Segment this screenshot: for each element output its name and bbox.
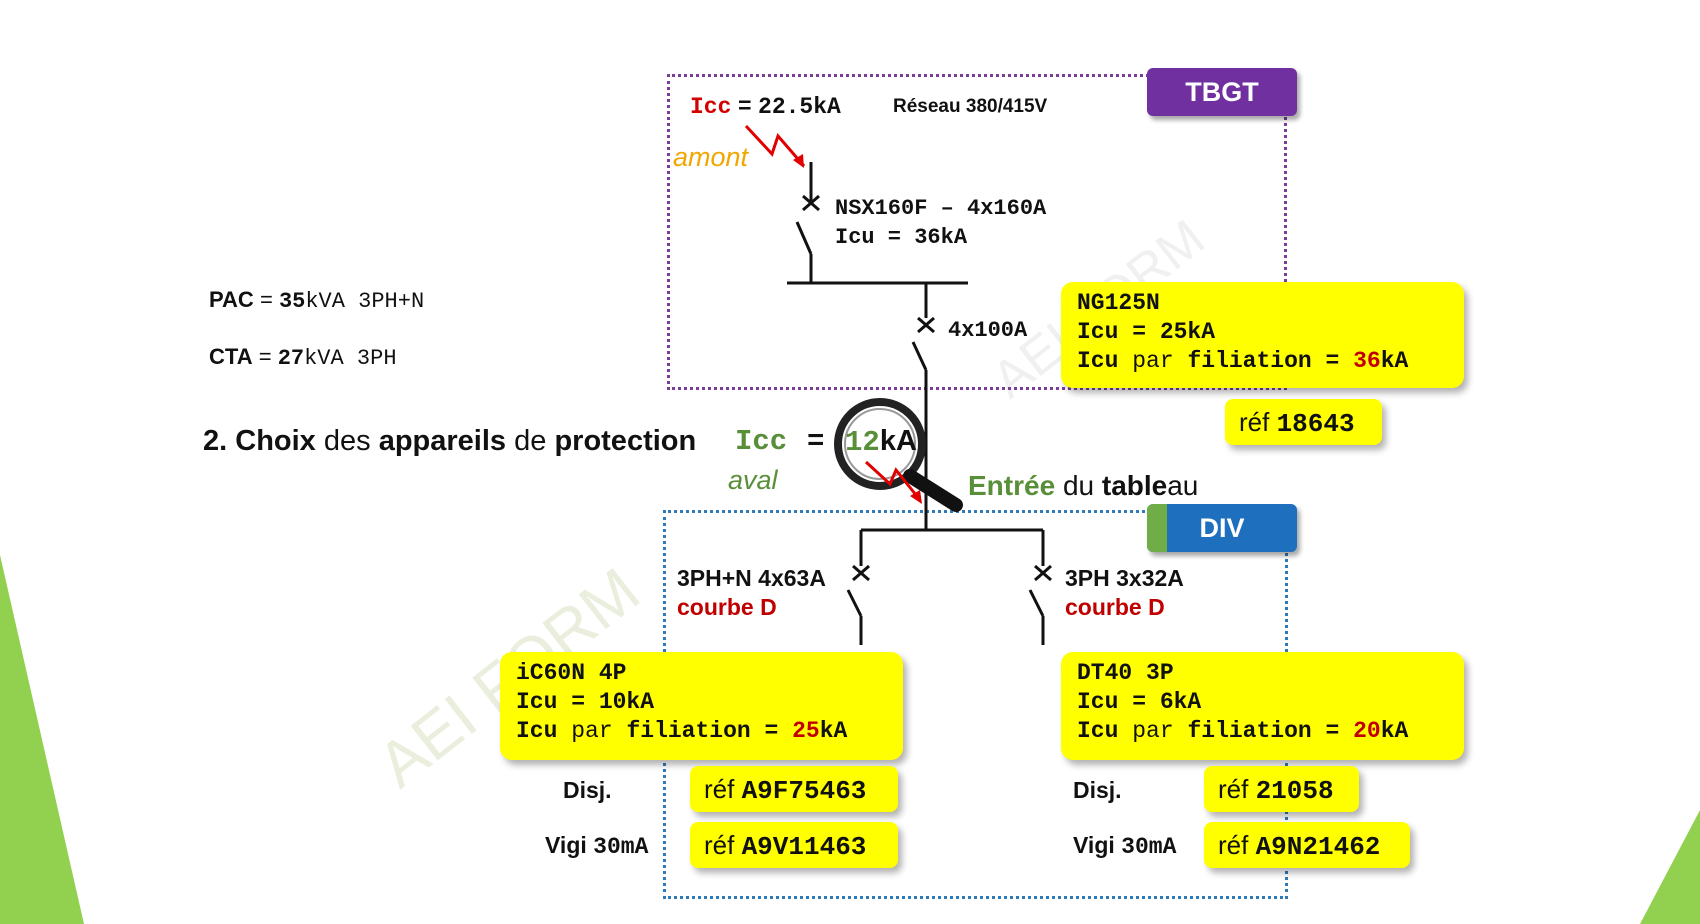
- right-disj-label: Disj.: [1073, 777, 1122, 803]
- dt40-filiation: Icu par filiation = 20kA: [1077, 718, 1409, 744]
- right-branch-curve: courbe D: [1065, 594, 1165, 620]
- aval-label: aval: [728, 465, 778, 495]
- ng125n-model: NG125N: [1077, 290, 1160, 316]
- section-heading: 2. Choix des appareils de protection: [203, 425, 697, 457]
- div-tag-accent: [1147, 504, 1167, 552]
- feeder-blade: [911, 341, 928, 371]
- main-breaker-model: NSX160F – 4x160A: [835, 196, 1047, 221]
- right-green-triangle: [1640, 810, 1700, 924]
- dt40-icu: Icu = 6kA: [1077, 689, 1202, 715]
- ic60n-icu: Icu = 10kA: [516, 689, 655, 715]
- left-branch-curve: courbe D: [677, 594, 777, 620]
- right-disj-ref: réf 21058: [1204, 766, 1359, 812]
- network-label: Réseau 380/415V: [893, 96, 1048, 117]
- icc-eq: =: [737, 94, 752, 120]
- upstream-icc: Icc = 22.5kA: [690, 92, 841, 120]
- tbgt-tag: TBGT: [1147, 68, 1297, 116]
- magnifier-icon: [834, 398, 963, 512]
- ng125n-icu: Icu = 25kA: [1077, 319, 1216, 345]
- left-green-triangle: [0, 555, 84, 924]
- downstream-icc-value: 12kA: [845, 425, 917, 459]
- tbgt-frame: [667, 74, 1287, 390]
- icc-value: 22.5kA: [758, 94, 841, 120]
- ng125n-box: NG125N Icu = 25kA Icu par filiation = 36…: [1061, 282, 1464, 388]
- feeder-cross-b: [917, 316, 935, 334]
- downstream-icc-label: Icc: [735, 425, 788, 458]
- ng125n-ref: réf 18643: [1225, 399, 1382, 445]
- downstream-icc-eq: =: [807, 425, 825, 458]
- main-breaker-blade: [795, 221, 813, 255]
- left-vigi-label: Vigi 30mA: [545, 832, 649, 860]
- dt40-box: DT40 3P Icu = 6kA Icu par filiation = 20…: [1061, 652, 1464, 760]
- left-branch-label: 3PH+N 4x63A courbe D: [677, 564, 826, 622]
- feeder-rating: 4x100A: [948, 318, 1028, 343]
- main-breaker-cross-b: [802, 194, 820, 212]
- right-branch-label: 3PH 3x32A courbe D: [1065, 564, 1184, 622]
- div-tag-label: DIV: [1199, 513, 1245, 543]
- ic60n-box: iC60N 4P Icu = 10kA Icu par filiation = …: [500, 652, 903, 760]
- ic60n-filiation: Icu par filiation = 25kA: [516, 718, 848, 744]
- ng125n-filiation: Icu par filiation = 36kA: [1077, 348, 1409, 374]
- ic60n-model: iC60N 4P: [516, 660, 627, 686]
- right-breaker-cross-b: [1034, 564, 1052, 582]
- left-breaker-cross-b: [852, 564, 870, 582]
- cta-info: CTA = 27kVA 3PH: [209, 344, 397, 371]
- left-disj-ref: réf A9F75463: [690, 766, 898, 812]
- left-breaker-blade: [846, 589, 863, 617]
- icc-label: Icc: [690, 94, 732, 120]
- pac-info: PAC = 35kVA 3PH+N: [209, 287, 425, 314]
- left-branch-rating: 3PH+N 4x63A: [677, 565, 826, 591]
- right-vigi-label: Vigi 30mA: [1073, 832, 1177, 860]
- right-vigi-ref: réf A9N21462: [1204, 822, 1410, 868]
- div-tag: DIV: [1147, 504, 1297, 552]
- lightning-fault-icon: [744, 124, 806, 168]
- main-breaker-label: NSX160F – 4x160A Icu = 36kA: [835, 194, 1046, 252]
- amont-label: amont: [673, 142, 749, 172]
- entree-label: Entrée du tableau: [968, 470, 1199, 501]
- right-breaker-blade: [1028, 589, 1045, 617]
- left-vigi-ref: réf A9V11463: [690, 822, 898, 868]
- left-disj-label: Disj.: [563, 777, 612, 803]
- main-breaker-icu: Icu = 36kA: [835, 225, 968, 250]
- right-branch-rating: 3PH 3x32A: [1065, 565, 1184, 591]
- dt40-model: DT40 3P: [1077, 660, 1174, 686]
- lightning-fault-icon-downstream: [864, 460, 922, 504]
